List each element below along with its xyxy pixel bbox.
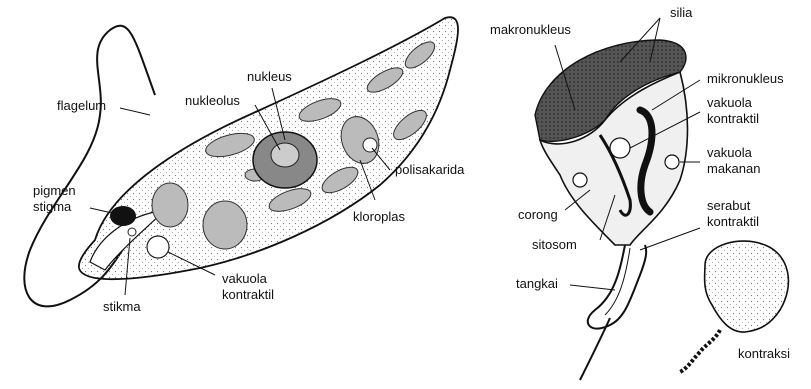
label-stigma: stigma xyxy=(33,200,71,214)
eyespot xyxy=(110,206,136,226)
label-corong: corong xyxy=(518,208,558,222)
nucleolus xyxy=(271,143,299,167)
polysaccharide-grain xyxy=(363,138,377,152)
label-vakuola-kontraktil-left-1: vakuola xyxy=(222,272,267,286)
label-vakuola-kontraktil-right-2: kontraktil xyxy=(707,112,759,126)
label-serabut-2: kontraktil xyxy=(707,215,759,229)
label-silia: silia xyxy=(670,6,692,20)
label-tangkai: tangkai xyxy=(516,277,558,291)
label-vakuola-kontraktil-right-1: vakuola xyxy=(707,96,752,110)
stalk xyxy=(588,245,646,329)
label-flagelum: flagelum xyxy=(57,99,106,113)
stalk-lower xyxy=(580,318,610,380)
label-stikma: stikma xyxy=(103,300,141,314)
label-polisakarida: polisakarida xyxy=(395,163,464,177)
food-vacuole-1 xyxy=(573,173,587,187)
label-nukleolus: nukleolus xyxy=(185,94,240,108)
label-makronukleus: makronukleus xyxy=(490,23,571,37)
contractile-vacuole xyxy=(147,236,169,258)
contractile-fibre xyxy=(605,248,630,315)
vorticella-diagram xyxy=(535,18,700,380)
label-sitosom: sitosom xyxy=(532,238,577,252)
label-vakuola-makanan-1: vakuola xyxy=(707,146,752,160)
label-kontraksi: kontraksi xyxy=(738,347,790,361)
food-vacuole-2 xyxy=(665,155,679,169)
euglena-diagram xyxy=(24,17,458,306)
label-vakuola-makanan-2: makanan xyxy=(707,162,760,176)
label-kloroplas: kloroplas xyxy=(353,210,405,224)
contracted-bell xyxy=(705,241,789,332)
label-serabut-1: serabut xyxy=(707,199,750,213)
label-vakuola-kontraktil-left-2: kontraktil xyxy=(222,288,274,302)
label-pigmen: pigmen xyxy=(33,184,76,198)
stikma-dot xyxy=(128,228,136,236)
label-nukleus: nukleus xyxy=(247,70,292,84)
coiled-stalk xyxy=(680,330,720,372)
label-mikronukleus: mikronukleus xyxy=(707,72,784,86)
